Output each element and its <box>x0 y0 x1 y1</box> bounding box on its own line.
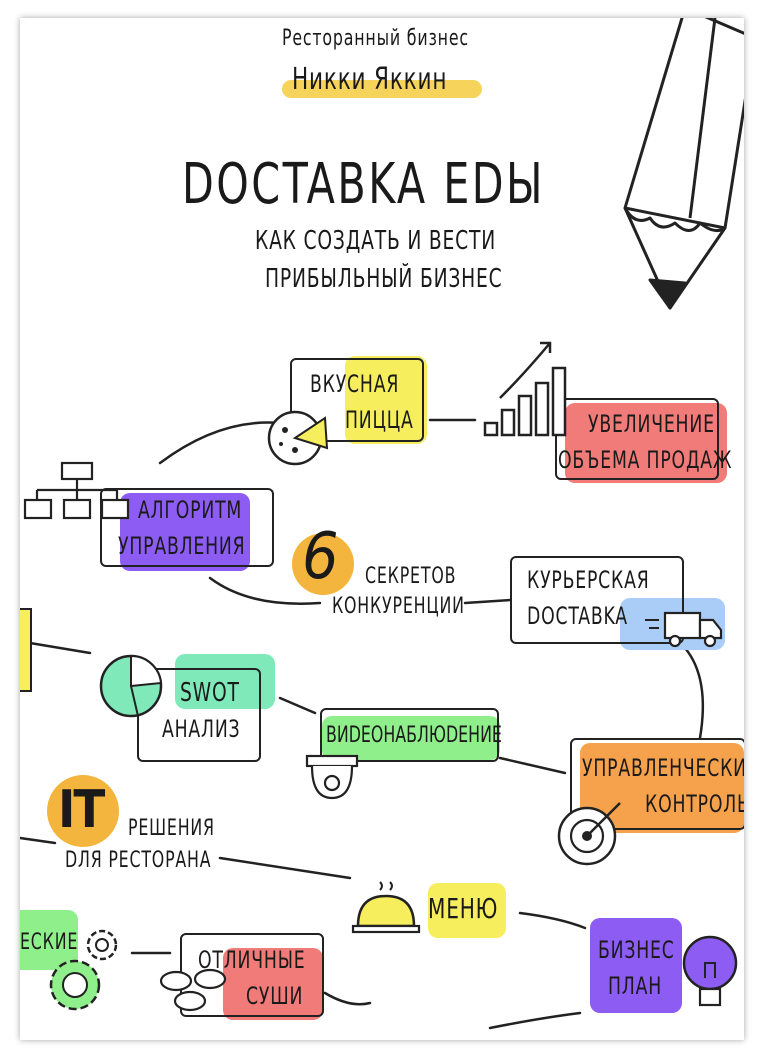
plan-line-1: БИЗНЕС <box>598 936 675 964</box>
pizza-line-1: ВКУСНАЯ <box>310 370 400 398</box>
swot-highlight <box>175 654 275 709</box>
courier-line-2: DOCTABKA <box>527 602 628 630</box>
six-badge <box>292 533 354 595</box>
subtitle-line-2: ПРИБЫЛЬНЫЙ БИЗНЕС <box>265 264 503 294</box>
control-box <box>570 738 744 830</box>
sales-line-2: ОБЪЕМА ПРОДАЖ <box>558 446 733 474</box>
cloche-icon <box>351 881 421 934</box>
menu-highlight <box>428 883 506 938</box>
left-yellow-card <box>20 608 32 692</box>
sales-highlight <box>565 403 727 483</box>
sushi-line-1: ОТЛИЧНЫЕ <box>198 946 306 974</box>
delivery-truck-icon <box>645 611 723 648</box>
lightbulb-icon <box>682 935 738 1007</box>
gears-icon <box>49 929 118 1011</box>
author-highlight <box>282 80 482 98</box>
algorithm-box <box>100 488 274 567</box>
sales-line-1: УВЕЛИЧЕНИЕ <box>588 410 715 438</box>
sushi-icon <box>159 968 227 1012</box>
it-badge <box>47 775 119 847</box>
pizza-line-2: ПИЦЦА <box>345 406 414 434</box>
pizza-box <box>290 358 424 442</box>
it-line-2: DЛЯ РЕСТОРАНА <box>65 848 212 873</box>
plan-highlight <box>590 918 682 1013</box>
pencil-icon <box>623 18 744 310</box>
tech-label: ЕСКИЕ <box>20 930 79 955</box>
target-icon <box>557 802 621 866</box>
menu-label: МЕНЮ <box>428 892 499 925</box>
tech-highlight <box>20 910 78 970</box>
series-label: Ресторанный бизнес <box>282 26 469 51</box>
swot-line-2: АНАЛИЗ <box>162 715 241 743</box>
book-cover: Ресторанный бизнес Никки Яккин DOCTABKA … <box>20 18 744 1040</box>
pizza-highlight <box>345 356 427 444</box>
bar-chart-growth-icon <box>483 341 567 437</box>
subtitle-line-1: КАК СОЗДАТЬ И ВЕСТИ <box>255 226 497 256</box>
org-chart-icon <box>23 461 130 520</box>
author-name: Никки Яккин <box>292 62 448 97</box>
video-box <box>320 708 499 762</box>
courier-box <box>510 556 684 644</box>
secrets-line-2: КОНКУРЕНЦИИ <box>332 594 465 619</box>
book-title: DOCTABKA EDЫ <box>182 152 545 217</box>
it-line-1: РЕШЕНИЯ <box>128 816 215 841</box>
swot-line-1: SWOT <box>180 678 240 708</box>
security-camera-icon <box>305 754 359 800</box>
control-line-2: КОНТРОЛЬ <box>645 790 744 818</box>
pie-chart-icon <box>99 654 163 718</box>
pizza-icon <box>267 410 329 466</box>
connector-lines <box>20 418 705 1030</box>
video-label: ВИDЕОНАБЛЮDЕНИЕ <box>326 723 502 748</box>
sushi-line-2: СУШИ <box>246 982 304 1010</box>
six-number: 6 <box>302 520 340 594</box>
algorithm-line-1: АЛГОРИТМ <box>138 496 243 524</box>
sales-box <box>555 398 719 480</box>
plan-line-2: ПЛАН <box>608 972 662 1000</box>
algorithm-line-2: УПРАВЛЕНИЯ <box>118 532 246 560</box>
video-highlight <box>322 716 500 760</box>
algorithm-highlight <box>120 493 250 571</box>
sushi-highlight <box>223 948 323 1020</box>
courier-line-1: КУРЬЕРСКАЯ <box>527 566 650 594</box>
control-line-1: УПРАВЛЕНЧЕСКИЙ <box>582 754 744 782</box>
it-badge-text: IT <box>58 780 105 840</box>
secrets-line-1: СЕКРЕТОВ <box>365 564 457 589</box>
